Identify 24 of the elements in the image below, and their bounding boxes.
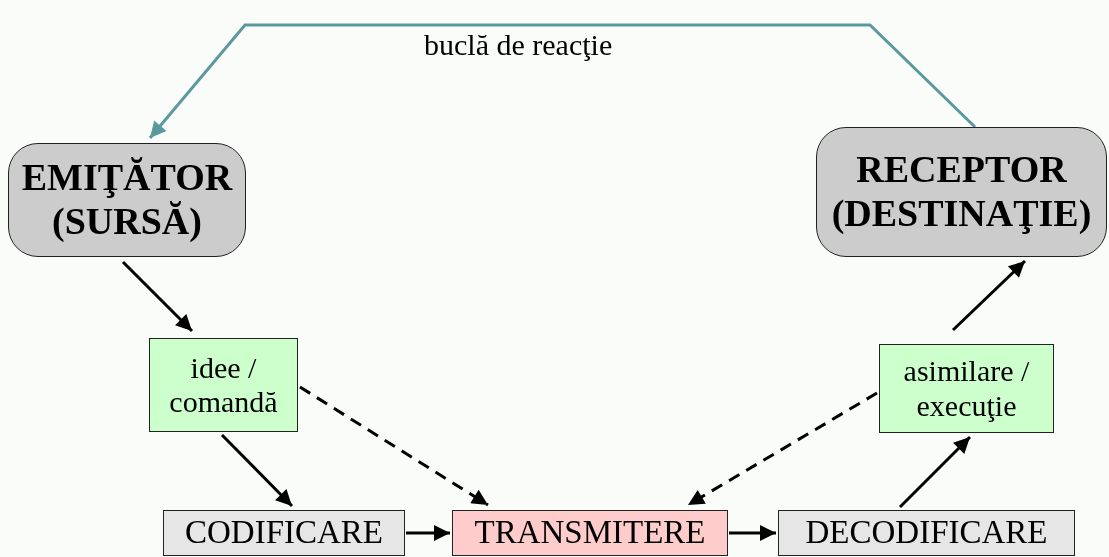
arrow [898, 435, 972, 509]
rounded-box [816, 127, 1107, 257]
arrow [406, 525, 450, 541]
process-box [452, 510, 728, 556]
process-box [149, 338, 298, 432]
process-box [163, 510, 405, 556]
arrow [951, 259, 1027, 332]
node-label: TRANSMITERE [474, 514, 706, 552]
node-label: asimilare / execuţie [902, 354, 1031, 423]
process-box [879, 344, 1054, 433]
dashed-arrow [687, 391, 878, 507]
arrow [121, 260, 194, 333]
node-label: RECEPTOR (DESTINAŢIE) [830, 148, 1093, 236]
arrow [729, 525, 776, 541]
process-box [778, 510, 1075, 556]
edge-label: buclă de reacţie [423, 28, 614, 61]
rounded-box [8, 143, 246, 257]
dashed-arrow [299, 385, 489, 507]
node-label: DECODIFICARE [805, 514, 1048, 552]
arrow [148, 23, 977, 139]
arrow [220, 433, 294, 508]
node-label: idee / comandă [168, 350, 279, 420]
node-label: CODIFICARE [185, 514, 383, 552]
node-label: EMIŢĂTOR (SURSĂ) [20, 156, 234, 244]
